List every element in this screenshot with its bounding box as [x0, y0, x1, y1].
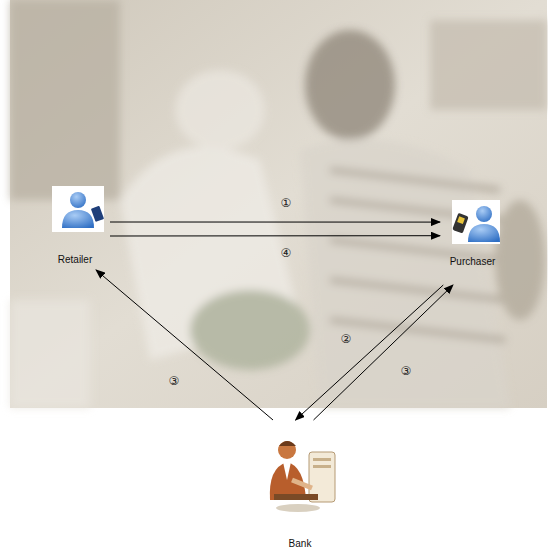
flow-arrow: [110, 235, 440, 236]
flow-arrow: [296, 285, 444, 420]
step-number: ①: [276, 196, 296, 210]
flow-arrow: [110, 222, 440, 223]
step-number: ③: [396, 364, 416, 378]
node-label: Bank: [235, 538, 365, 549]
purchaser-icon: [452, 200, 500, 244]
actor-node: Retailer: [40, 190, 110, 270]
flow-arrow: [96, 270, 273, 420]
flow-arrow: [314, 285, 454, 420]
step-number: ③: [164, 374, 184, 388]
node-label: Retailer: [20, 254, 130, 265]
retailer-icon: [52, 186, 104, 232]
step-number: ④: [276, 246, 296, 260]
step-number: ②: [336, 332, 356, 346]
actor-node: Purchaser: [440, 200, 505, 285]
bank-icon: [270, 441, 335, 512]
bank-node: Bank: [255, 420, 345, 550]
node-label: Purchaser: [420, 256, 525, 267]
